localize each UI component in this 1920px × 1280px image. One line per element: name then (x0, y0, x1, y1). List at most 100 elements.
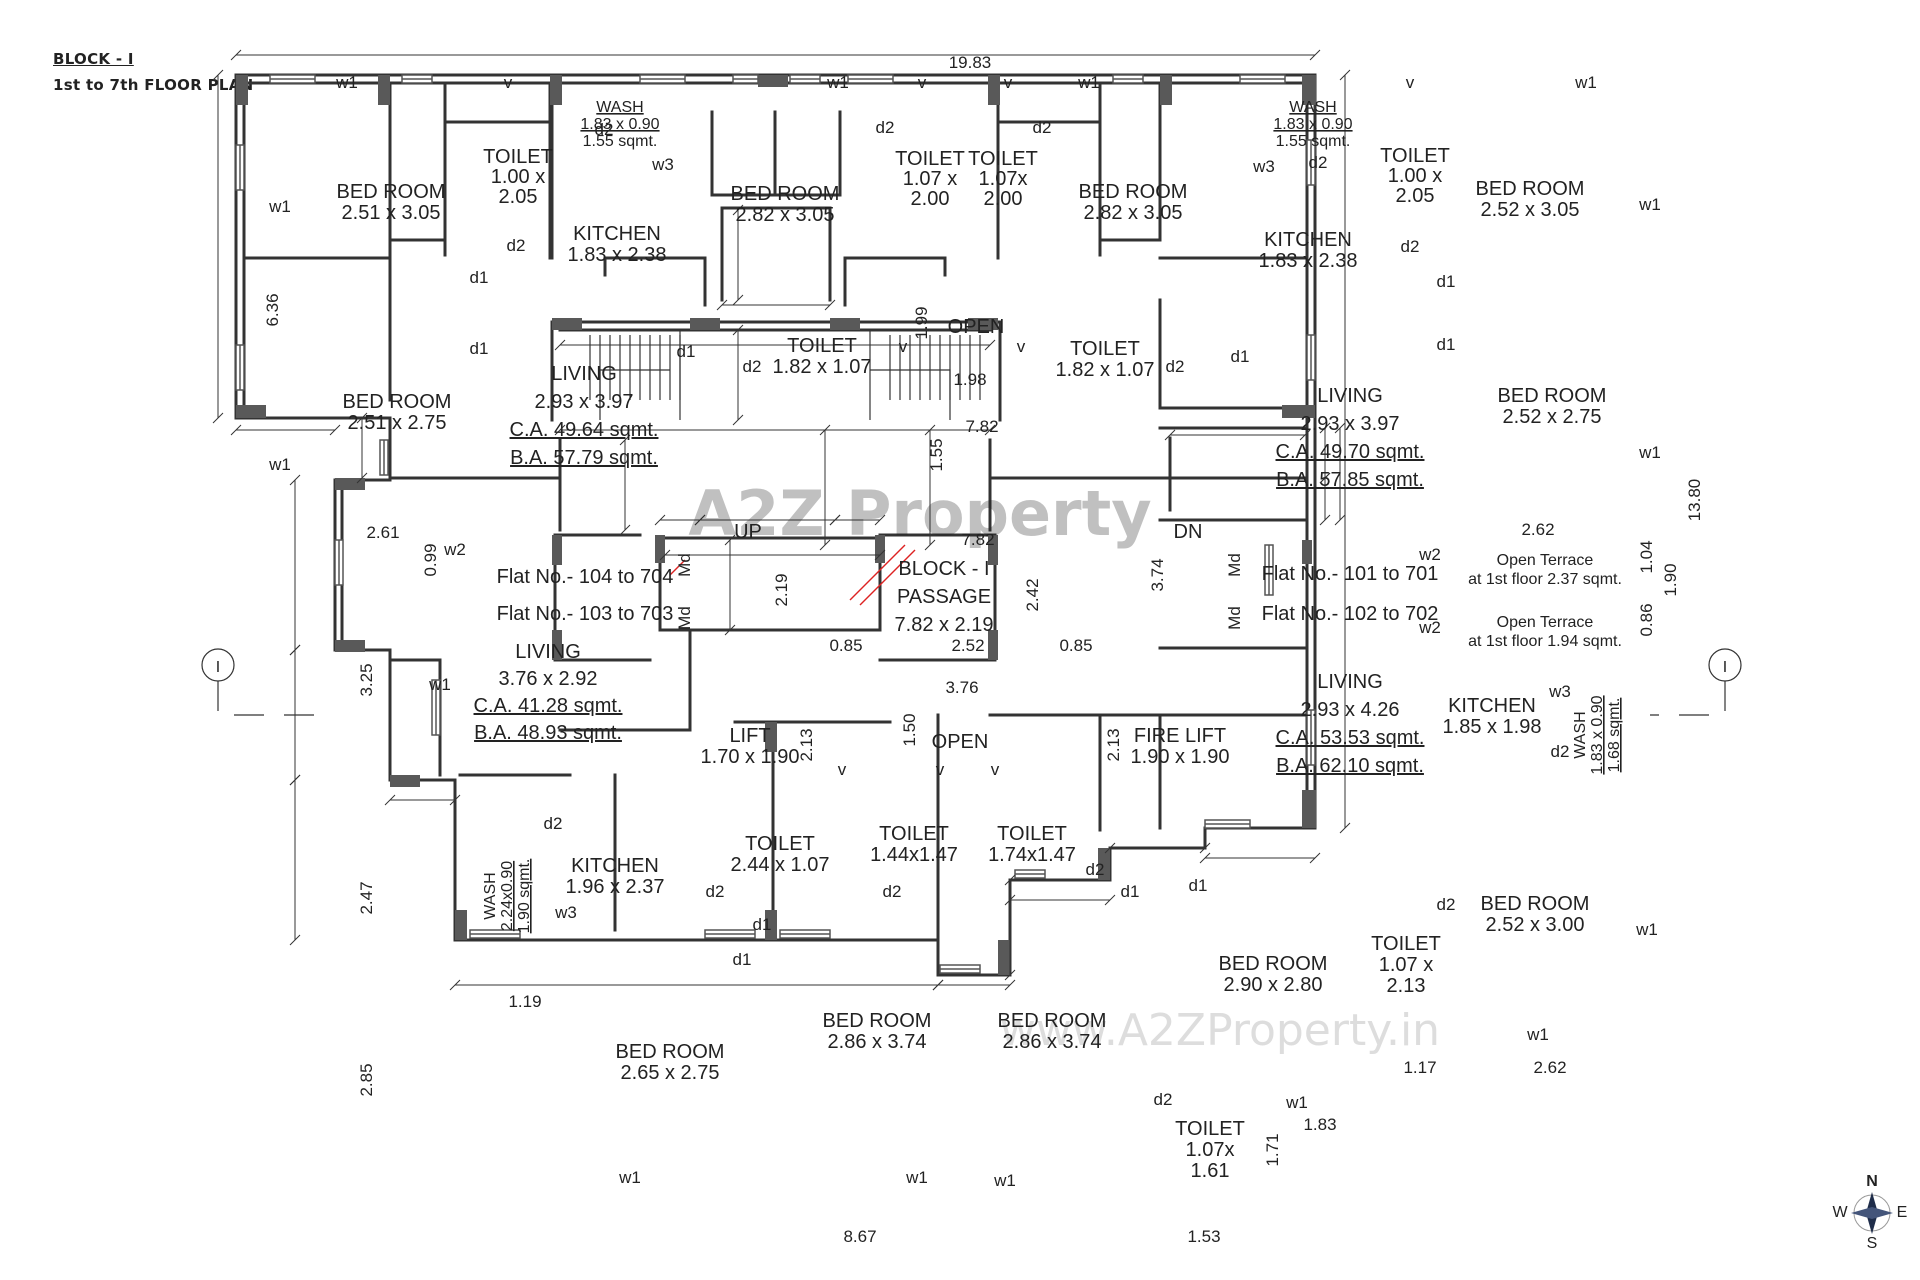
label-line: 1.53 (1187, 1227, 1220, 1246)
compass-south: S (1867, 1235, 1878, 1252)
label-line: TOILET (745, 833, 815, 855)
watermark-url: www.A2ZProperty.in (1000, 1005, 1440, 1056)
structural-column (765, 910, 777, 940)
label-line: 2.42 (1023, 578, 1042, 611)
window-opening (269, 74, 316, 84)
window-opening (431, 679, 441, 736)
label-line: BED ROOM (823, 1010, 932, 1032)
window-opening (334, 539, 344, 586)
dimension-line (1334, 422, 1346, 526)
label-line: Md (1225, 606, 1244, 630)
label-line: 2.93 x 3.97 (1301, 413, 1400, 435)
opening-tag: d1 (1189, 876, 1208, 895)
opening-tag: v (1406, 73, 1415, 92)
dimension-line (659, 549, 886, 561)
label-line: 1.19 (508, 992, 541, 1011)
stair-arrow-down (870, 369, 951, 420)
label-line: v (504, 73, 513, 92)
label-line: 2.00 (911, 188, 950, 210)
label-line: WASH (596, 99, 643, 116)
dimension-line (1004, 874, 1016, 981)
label-line: BED ROOM (731, 183, 840, 205)
window-opening (469, 929, 521, 939)
label-line: LIFT (729, 725, 770, 747)
dimension-label: 2.62 (1533, 1058, 1566, 1077)
label-line: 1.55 sqmt. (1276, 133, 1351, 150)
label-line: 2.82 x 3.05 (1084, 202, 1183, 224)
dimension-label: 3.25 (357, 663, 376, 696)
dimension-label: 1.17 (1403, 1058, 1436, 1077)
label-line: w1 (268, 197, 291, 216)
structural-column (1160, 75, 1172, 105)
label-line: 13.80 (1685, 479, 1704, 522)
structural-column (236, 75, 248, 105)
opening-tag: d2 (876, 118, 895, 137)
opening-tag: d1 (470, 339, 489, 358)
label-line: w1 (1285, 1093, 1308, 1112)
dimension-label: 1.19 (508, 992, 541, 1011)
opening-tag: d1 (677, 342, 696, 361)
label-line: w1 (905, 1168, 928, 1187)
dimension-label: 2.62 (1521, 520, 1554, 539)
opening-tag: w1 (618, 1168, 641, 1187)
opening-tag: v (991, 760, 1000, 779)
label-line: I (216, 659, 220, 676)
label-line: d2 (1033, 118, 1052, 137)
label-line: v (1004, 73, 1013, 92)
window-opening (401, 74, 433, 84)
label-line: 2.00 (984, 188, 1023, 210)
label-line: w2 (1418, 618, 1441, 637)
label-line: d1 (1231, 347, 1250, 366)
left-height-dimension (212, 69, 224, 424)
structural-column (758, 75, 788, 87)
structural-column (552, 630, 562, 660)
structural-column (1098, 848, 1110, 880)
label-line: 1.83 x 0.90 (1273, 116, 1352, 133)
opening-tag: w2 (443, 540, 466, 559)
window-opening (1306, 139, 1316, 186)
structural-column (655, 535, 665, 563)
dimension-line (356, 412, 368, 484)
opening-tag: w1 (1574, 73, 1597, 92)
label-line: at 1st floor 1.94 sqmt. (1468, 633, 1622, 650)
label-line: N (1866, 1173, 1878, 1190)
opening-tag: w3 (554, 903, 577, 922)
label-line: PASSAGE (897, 586, 991, 608)
column-layer (236, 75, 1316, 975)
label-line: KITCHEN (1264, 229, 1352, 251)
label-line: WASH (1572, 711, 1589, 758)
open-shaft-label: OPEN (932, 731, 989, 753)
dimension-line (1104, 842, 1211, 854)
label-line: 1.55 (927, 438, 946, 471)
dimension-label: 1.90 (1661, 563, 1680, 596)
label-line: Open Terrace (1497, 552, 1594, 569)
label-line: 1.71 (1263, 1133, 1282, 1166)
dimension-label: 7.82 (961, 530, 994, 549)
opening-tag: d2 (706, 882, 725, 901)
opening-tag: w1 (1285, 1093, 1308, 1112)
dimension-label: 3.76 (945, 678, 978, 697)
label-line: B.A. 57.79 sqmt. (510, 447, 658, 469)
section-markers (201, 648, 1742, 716)
hatch-mark (849, 544, 906, 601)
window-opening (847, 74, 894, 84)
label-line: d2 (743, 357, 762, 376)
window-opening (1014, 869, 1046, 879)
label-line: 1.74x1.47 (988, 844, 1076, 866)
label-line: WASH (482, 872, 499, 919)
dimension-line (932, 979, 1016, 991)
label-line: d1 (677, 342, 696, 361)
label-line: w1 (1077, 73, 1100, 92)
label-line: OPEN (932, 731, 989, 753)
structural-column (236, 405, 266, 418)
label-line: 1.55 sqmt. (583, 133, 658, 150)
window-opening (379, 439, 389, 476)
label-line: d2 (883, 882, 902, 901)
opening-tag: v (838, 760, 847, 779)
